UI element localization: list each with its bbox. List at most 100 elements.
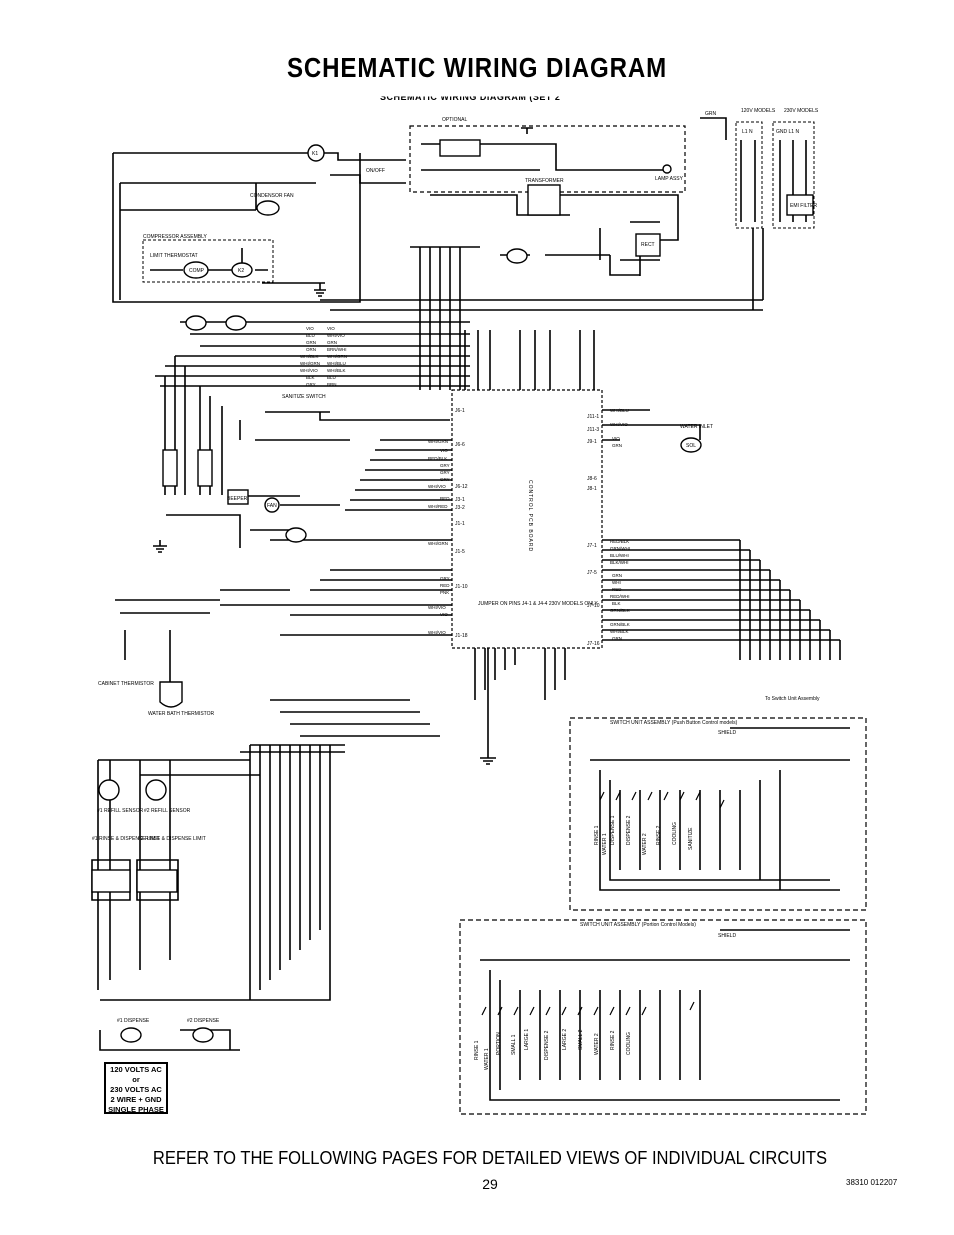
heater-icon (506, 248, 528, 264)
wire-label: VIO (440, 612, 448, 617)
wire-label: GRN (612, 636, 622, 641)
wire-label: VIO (612, 436, 620, 441)
ground-symbol (153, 540, 167, 553)
switch-label: COOLING (626, 1032, 632, 1055)
switch-label: SMALL 2 (578, 1029, 584, 1050)
label-sol: SOL (686, 443, 696, 449)
wire-label: GRN/BLK (610, 622, 630, 627)
wire-label: WHI/VIO (327, 333, 345, 338)
switch-portion-wiring (480, 929, 850, 1101)
label-transformer: TRANSFORMER (525, 178, 564, 184)
switch-label: WATER 1 (602, 833, 608, 855)
wire-label: WHI/VIO (428, 484, 446, 489)
wire-label: WHI/GRN (428, 439, 448, 444)
power-spec-box: 120 VOLTS AC or 230 VOLTS AC 2 WIRE + GN… (104, 1062, 168, 1114)
pump2-icon (225, 315, 247, 331)
connector-j1-5: J1-5 (455, 549, 465, 555)
wire-label: RED/WHI (610, 594, 630, 599)
board-label: CONTROL PCB BOARD (527, 480, 533, 552)
switch-label: RINSE 2 (656, 825, 662, 845)
label-optional: OPTIONAL (442, 117, 468, 123)
refill-sensor-1-icon (98, 779, 120, 801)
wire-label: GRY (440, 576, 450, 581)
wire-label: ORN (306, 347, 316, 352)
switch-label: RINSE 1 (594, 825, 600, 845)
label-on-off: ON/OFF (366, 168, 385, 174)
switch-label: DISPENSE 2 (626, 815, 632, 845)
label-beeper: BEEPER (227, 496, 248, 502)
wire-label: BRN (327, 382, 337, 387)
power-line: 230 VOLTS AC (110, 1085, 162, 1094)
wire-label: GRN/BLK (610, 608, 630, 613)
footer-note: REFER TO THE FOLLOWING PAGES FOR DETAILE… (152, 1148, 828, 1168)
board-top-pins (464, 330, 595, 390)
wire-bottom-verticals (249, 745, 321, 1000)
switch-label: SANITIZE (688, 827, 694, 850)
wire-label: RED/BLK (610, 539, 629, 544)
label-water-bath-thermistor: WATER BATH THERMISTOR (148, 711, 215, 717)
wire-beeper-fan (230, 495, 340, 541)
document-number: 38310 012207 (846, 1178, 898, 1187)
wire-label: GRY (440, 463, 450, 468)
ballast-icon (439, 139, 481, 157)
connector-j3-1: J3-1 (455, 497, 465, 503)
wire-sanitize (239, 411, 450, 441)
connector-j11-1: J11-1 (587, 414, 599, 420)
wire-dispense (99, 745, 331, 1051)
switch-label: WATER 1 (484, 1048, 490, 1070)
label-emi-filter: EMI FILTER (790, 203, 818, 209)
wire-label: WHI/BLU (327, 361, 346, 366)
connector-j1-10: J1-10 (455, 584, 468, 590)
wire-label: WHI/BLK (327, 368, 346, 373)
power-line: or (132, 1075, 140, 1084)
label-grn: GRN (705, 111, 717, 117)
transformer-icon (527, 184, 561, 216)
pump1-icon (185, 315, 207, 331)
wire-label: BLU/WHI (610, 553, 629, 558)
wire-top-harness (410, 246, 640, 390)
label-condensor-fan: CONDENSOR FAN (250, 193, 294, 199)
wire-label: WHI (612, 580, 621, 585)
connector-j7-1: J7-1 (587, 543, 597, 549)
label-rect: RECT (641, 242, 655, 248)
wire-label: GRN (612, 443, 622, 448)
wire-label: WHI/VIO (428, 630, 446, 635)
switch-label: SMALL 1 (511, 1034, 517, 1055)
label-jumper-note: JUMPER ON PINS J4-1 & J4-4 230V MODELS O… (478, 601, 598, 607)
wire-label: GRY (440, 477, 450, 482)
label-k2: K2 (238, 268, 244, 274)
wire-label: BRN/WHI (327, 347, 347, 352)
switch-label: COOLING (672, 822, 678, 845)
switch-push-wiring (590, 727, 850, 891)
power-line: 120 VOLTS AC (110, 1065, 162, 1074)
switch-label: LARGE 2 (562, 1029, 568, 1050)
wire-120v-box (735, 121, 763, 229)
label-refill-2: #2 REFILL SENSOR (144, 808, 191, 814)
label-water-inlet: WATER INLET (680, 424, 713, 430)
connector-j1-1: J1-1 (455, 521, 465, 527)
connector-j7-5: J7-5 (587, 570, 597, 576)
speed-sensor-1-icon (162, 449, 178, 487)
connector-j7-16: J7-16 (587, 641, 600, 647)
board-left-wires (280, 439, 452, 636)
ground-symbol (480, 752, 496, 765)
optional-box (409, 125, 686, 193)
label-k1: K1 (312, 151, 318, 157)
fan-icon (264, 497, 280, 513)
label-sanitize: SANITIZE SWITCH (282, 394, 326, 400)
wire-power-in (700, 117, 807, 222)
connector-j8-1: J8-1 (587, 486, 597, 492)
label-fan: FAN (267, 503, 277, 509)
wire-230v-box (772, 121, 815, 229)
connector-j7-10: J7-10 (587, 603, 600, 609)
wire-label: PNK (440, 590, 449, 595)
wire-label: WHI/GRN (327, 354, 347, 359)
wire-label: VIO (440, 448, 448, 453)
wire-label: WHI/BLU (610, 408, 629, 413)
wire-label: GRN/WHI (610, 546, 630, 551)
switch-contact (481, 1001, 695, 1016)
label-gnd-l1-n: GND L1 N (776, 129, 799, 135)
label-shield-1: SHIELD (718, 730, 736, 736)
wire-label: GRY (306, 382, 316, 387)
wire-label: GRY (440, 470, 450, 475)
